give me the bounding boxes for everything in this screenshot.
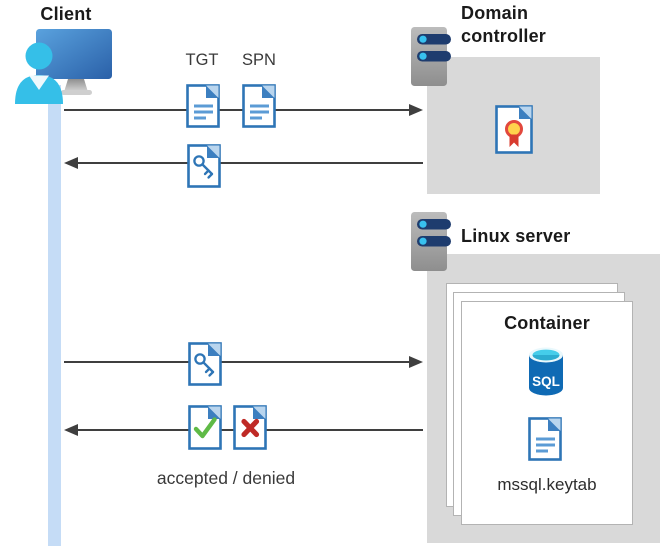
keytab-file-label: mssql.keytab [497, 475, 597, 494]
spn-label: SPN [242, 51, 276, 69]
arrow-left-icon [64, 157, 78, 169]
x-icon [241, 418, 260, 438]
container-label: Container [504, 313, 590, 333]
keytab-document-icon [528, 417, 562, 461]
linux-server-label: Linux server [461, 226, 571, 246]
arrow-line-ticket-response [77, 162, 423, 164]
tgt-label: TGT [185, 51, 219, 69]
accepted-denied-label: accepted / denied [156, 468, 296, 488]
client-label: Client [40, 4, 92, 24]
arrow-right-icon [409, 104, 423, 116]
container-page-front [461, 301, 633, 525]
client-icon [12, 26, 116, 106]
domain-controller-label: Domain controller [461, 3, 547, 46]
client-lifeline [48, 85, 61, 546]
key-document-icon [188, 342, 222, 386]
denied-document-icon [233, 405, 267, 450]
person-icon [15, 42, 63, 104]
certificate-icon [495, 105, 533, 155]
key-document-icon [187, 144, 221, 188]
accepted-document-icon [188, 405, 222, 450]
arrow-left-icon [64, 424, 78, 436]
sql-badge-text: SQL [532, 374, 560, 389]
check-icon [193, 417, 217, 439]
tgt-document-icon [186, 84, 220, 128]
domain-controller-server-icon [410, 26, 456, 88]
linux-server-icon [410, 211, 456, 273]
arrow-line-ticket-to-server [64, 361, 410, 363]
arrow-right-icon [409, 356, 423, 368]
arrow-line-tgt-spn-request [64, 109, 410, 111]
spn-document-icon [242, 84, 276, 128]
sql-database-icon: SQL [526, 345, 566, 398]
monitor-icon [36, 29, 112, 95]
